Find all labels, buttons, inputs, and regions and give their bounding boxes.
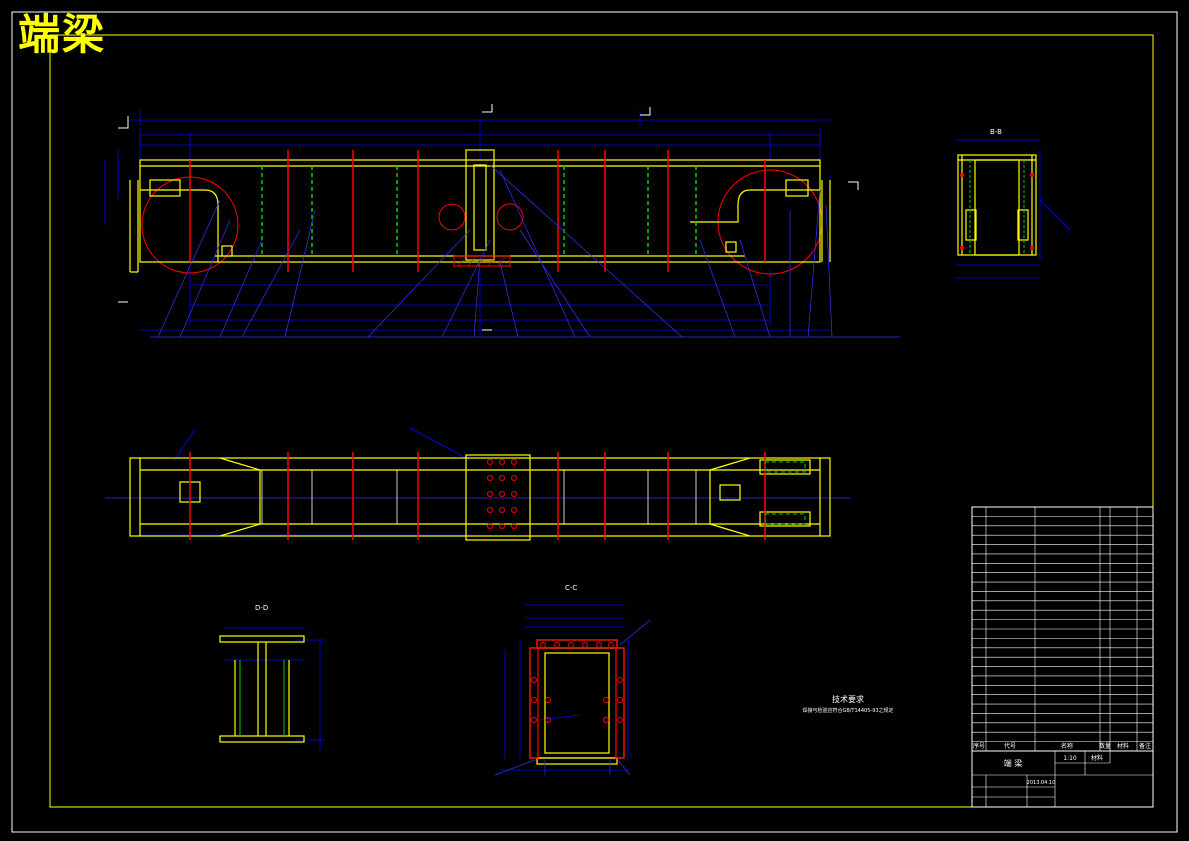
drawing-border <box>49 34 1154 808</box>
parts-list: 序号 代号 名称 数量 材料 备注 <box>971 506 1154 752</box>
header-material: 材料 <box>1117 742 1129 750</box>
plan-view <box>105 427 850 541</box>
tech-req-text: 焊接与检验应符合GB/T14405-93之规定 <box>802 707 893 714</box>
header-qty: 数量 <box>1099 742 1111 750</box>
section-cc-view: C-C <box>494 584 651 776</box>
elevation-view <box>104 104 900 338</box>
header-code: 代号 <box>1004 742 1016 750</box>
parts-list-header: 序号 代号 名称 数量 材料 备注 <box>973 742 1151 750</box>
title-block-scale: 1:10 <box>1063 755 1077 762</box>
title-block-material-label: 材料 <box>1091 754 1103 762</box>
header-name: 名称 <box>1061 742 1073 750</box>
svg-text:B-B: B-B <box>990 128 1002 136</box>
header-index: 序号 <box>973 742 985 750</box>
header-note: 备注 <box>1139 742 1151 750</box>
technical-requirements: 技术要求 焊接与检验应符合GB/T14405-93之规定 <box>802 694 893 714</box>
section-dd-view: D-D <box>219 604 325 750</box>
sheet-frame <box>11 11 1178 833</box>
svg-text:C-C: C-C <box>565 584 577 592</box>
tech-req-heading: 技术要求 <box>832 694 864 704</box>
title-block-drawing-name: 端 梁 <box>1004 758 1023 768</box>
svg-text:D-D: D-D <box>255 604 268 612</box>
title-block-date: 2013.04.10 <box>1027 780 1056 786</box>
title-block: 端 梁 1:10 材料 2013.04.10 <box>971 750 1154 808</box>
section-bb-view: B-B <box>955 128 1071 279</box>
